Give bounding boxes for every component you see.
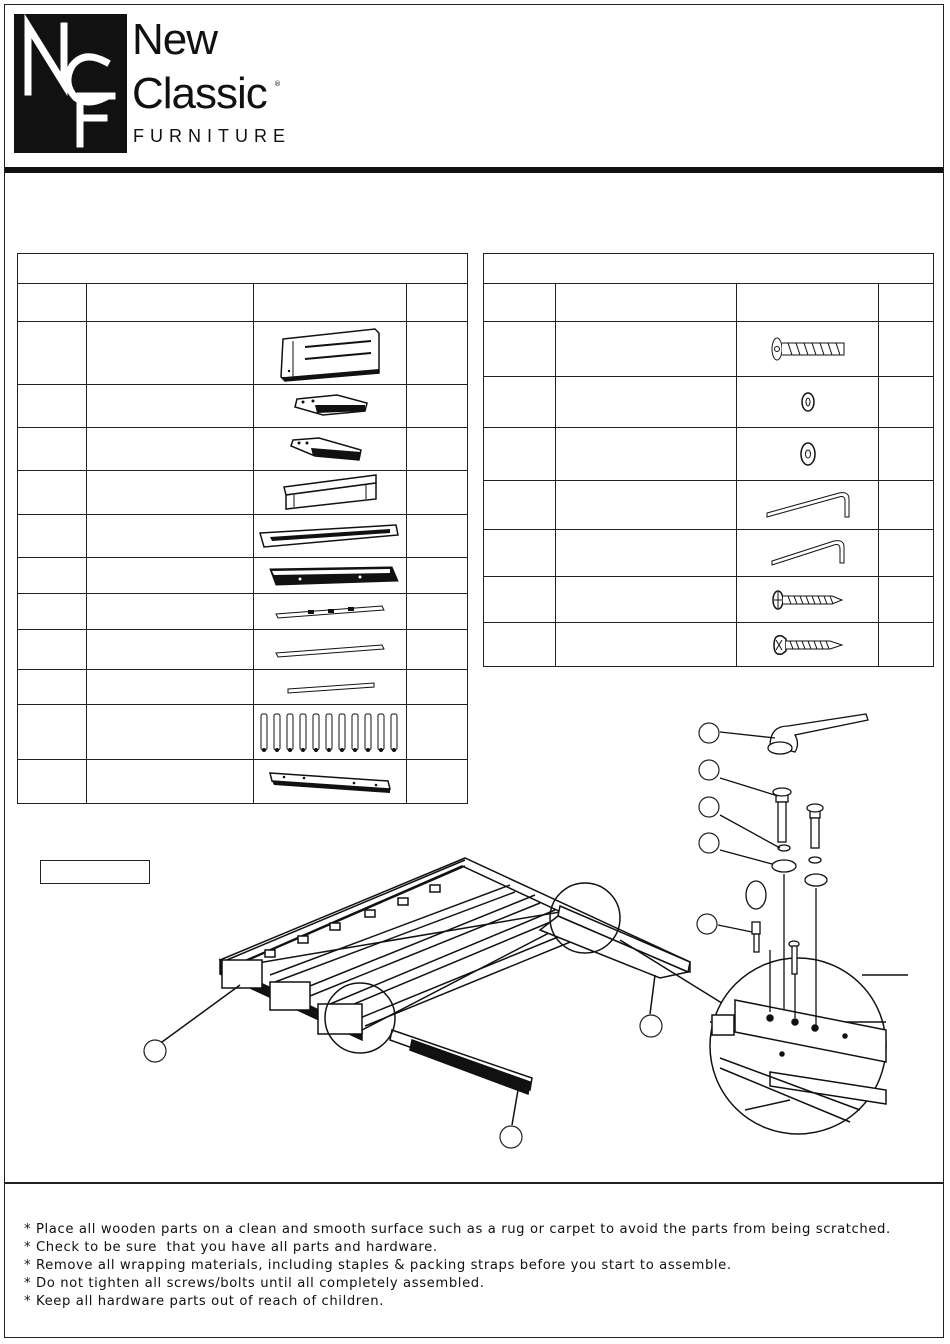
hardware-col-picture [736, 283, 879, 322]
flat-washer-icon [799, 442, 816, 466]
short-slat-icon [287, 682, 375, 694]
slat-with-blocks-icon [275, 604, 385, 619]
center-support-rail-icon [269, 771, 391, 793]
part-picture-cell [253, 427, 407, 471]
callout-bubble [698, 722, 720, 744]
callout-bubble [696, 913, 718, 935]
table-row [17, 384, 468, 428]
table-row [483, 529, 934, 577]
rail-bracket-left-icon [294, 394, 368, 416]
brand-name-line3: FURNITURE [133, 126, 291, 146]
hardware-picture-cell [736, 376, 879, 428]
hardware-table-title [483, 253, 934, 284]
flat-head-screw-icon [771, 589, 843, 610]
headboard-panel-icon [280, 328, 380, 382]
table-row [483, 576, 934, 623]
parts-col-qty [406, 283, 468, 322]
hardware-picture-cell [736, 321, 879, 377]
table-row [17, 470, 468, 515]
hardware-col-qty [878, 283, 934, 322]
part-picture-cell [253, 384, 407, 428]
part-picture-cell [253, 704, 407, 760]
allen-key-small-icon [771, 540, 844, 566]
hardware-picture-cell [736, 480, 879, 530]
table-row [17, 669, 468, 705]
hardware-picture-cell [736, 622, 879, 667]
hardware-table [483, 253, 934, 667]
callout-bubble [698, 796, 720, 818]
callout-bubbles [143, 722, 720, 1149]
registered-mark: ® [274, 80, 281, 88]
part-picture-cell [253, 629, 407, 670]
table-row [483, 376, 934, 428]
callout-bubble [698, 759, 720, 781]
assembly-diagram [143, 713, 908, 1149]
part-picture-cell [253, 514, 407, 558]
parts-col-picture [253, 283, 407, 322]
note-line: * Keep all hardware parts out of reach o… [24, 1294, 385, 1309]
ncf-monogram-icon [14, 14, 127, 153]
hardware-table-header-row [483, 283, 934, 322]
table-row [17, 593, 468, 630]
lock-washer-icon [800, 392, 815, 412]
hardware-callouts [717, 713, 869, 1026]
parts-col-description [86, 283, 254, 322]
parts-col-no [17, 283, 87, 322]
table-row [17, 629, 468, 670]
long-side-rail-icon [259, 524, 399, 548]
allen-key-large-icon [766, 492, 849, 518]
brand-name-line1: New [132, 15, 218, 64]
table-row [17, 514, 468, 558]
hardware-picture-cell [736, 529, 879, 577]
callout-bubble [143, 1039, 167, 1063]
table-row [483, 480, 934, 530]
bolt-icon [771, 337, 844, 361]
part-picture-cell [253, 321, 407, 385]
part-picture-cell [253, 759, 407, 804]
hardware-picture-cell [736, 576, 879, 623]
hardware-col-description [555, 283, 737, 322]
hardware-picture-cell [736, 427, 879, 481]
brand-name-line2: Classic [132, 69, 268, 118]
note-line: * Check to be sure that you have all par… [24, 1240, 438, 1255]
footer-rule [5, 1182, 943, 1184]
table-row [17, 557, 468, 594]
side-rail-icon [283, 473, 377, 510]
table-row [483, 622, 934, 667]
table-row [483, 427, 934, 481]
callout-bubble [639, 1014, 663, 1038]
note-line: * Place all wooden parts on a clean and … [24, 1222, 891, 1237]
oval-head-screw-icon [772, 634, 844, 655]
part-picture-cell [253, 669, 407, 705]
parts-table [17, 253, 468, 804]
table-row [17, 759, 468, 804]
callout-bubble [698, 832, 720, 854]
ncf-logo [14, 14, 127, 153]
footboard-rail-icon [269, 565, 399, 586]
bed-frame-drawing [161, 857, 908, 1135]
hardware-col-no [483, 283, 556, 322]
header-rule [5, 167, 943, 173]
diagram-label-box [40, 860, 150, 884]
wooden-dowels-icon [260, 713, 398, 752]
hardware-table-title-row [483, 253, 934, 284]
part-picture-cell [253, 470, 407, 515]
callout-bubble [499, 1125, 523, 1149]
part-picture-cell [253, 593, 407, 630]
note-line: * Do not tighten all screws/bolts until … [24, 1276, 485, 1291]
parts-table-title [17, 253, 468, 284]
parts-table-title-row [17, 253, 468, 284]
table-row [17, 321, 468, 385]
slat-icon [275, 643, 385, 658]
parts-table-header-row [17, 283, 468, 322]
part-picture-cell [253, 557, 407, 594]
page-border [4, 4, 944, 1338]
rail-bracket-right-icon [290, 437, 362, 461]
table-row [17, 427, 468, 471]
note-line: * Remove all wrapping materials, includi… [24, 1258, 732, 1273]
table-row [483, 321, 934, 377]
table-row [17, 704, 468, 760]
assembly-notes: * Place all wooden parts on a clean and … [24, 1221, 934, 1311]
